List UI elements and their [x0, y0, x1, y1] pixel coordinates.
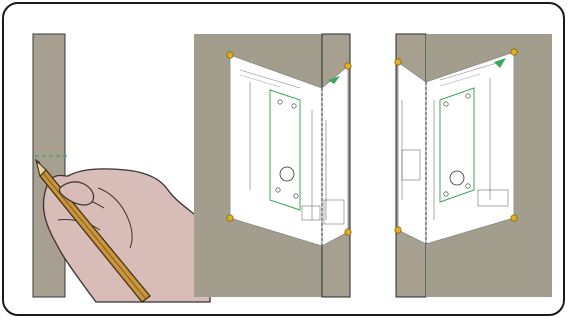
tape-corner-icon	[511, 49, 517, 55]
tape-corner-icon	[395, 59, 401, 65]
panel-marking-edge	[33, 34, 213, 302]
tape-corner-icon	[227, 215, 233, 221]
template-sheet-icon	[230, 55, 322, 246]
tape-corner-icon	[395, 227, 401, 233]
tape-corner-icon	[227, 52, 233, 58]
tape-corner-icon	[345, 229, 351, 235]
tape-corner-icon	[511, 215, 517, 221]
template-sheet-icon	[426, 52, 514, 244]
tape-corner-icon	[345, 63, 351, 69]
panel-template-left	[194, 34, 351, 297]
panel-template-right	[395, 34, 552, 297]
